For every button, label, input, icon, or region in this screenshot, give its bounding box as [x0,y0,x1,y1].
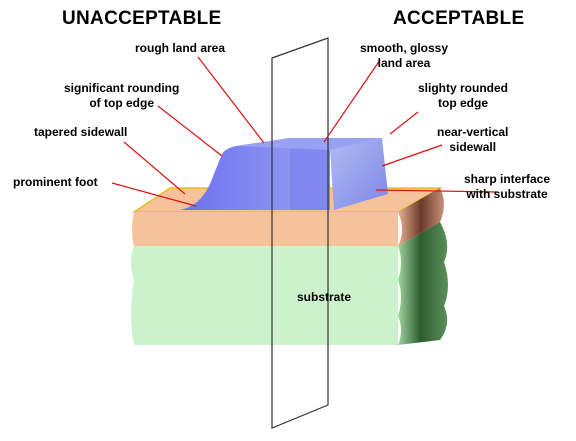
label-slightly-rounded-line2: top edge [438,96,488,110]
label-substrate: substrate [297,290,352,304]
substrate-side [398,222,448,345]
label-smooth-glossy-line1: smooth, glossy [360,41,449,55]
feature-side [330,138,388,210]
layer-front [132,212,398,246]
leader-lines [111,56,499,207]
label-smooth-glossy-line2: land area [377,56,431,70]
label-sharp-interface-line2: with substrate [466,187,548,201]
feature-left [180,138,290,210]
heading-acceptable: ACCEPTABLE [393,8,525,29]
feature-right [290,138,382,210]
label-near-vertical-line2: sidewall [449,140,497,154]
label-near-vertical: near-vertical sidewall [437,125,508,155]
label-rough-land-area: rough land area [135,41,226,55]
label-slightly-rounded: slighty rounded top edge [418,81,508,111]
label-prominent-foot: prominent foot [13,175,98,189]
label-significant-rounding: significant rounding of top edge [64,81,179,111]
cutting-plane [271,37,329,429]
label-significant-rounding-line1: significant rounding [64,81,180,95]
heading-unacceptable: UNACCEPTABLE [62,8,222,29]
label-sharp-interface-line1: sharp interface [464,172,551,186]
layer-side [398,188,444,246]
substrate-front [134,246,398,345]
label-smooth-glossy: smooth, glossy land area [360,41,448,71]
label-near-vertical-line1: near-vertical [437,125,509,139]
substrate-bump [131,246,134,345]
label-tapered-sidewall: tapered sidewall [34,125,128,139]
label-significant-rounding-line2: of top edge [89,96,154,110]
label-sharp-interface: sharp interface with substrate [464,172,550,202]
label-slightly-rounded-line1: slighty rounded [418,81,508,95]
